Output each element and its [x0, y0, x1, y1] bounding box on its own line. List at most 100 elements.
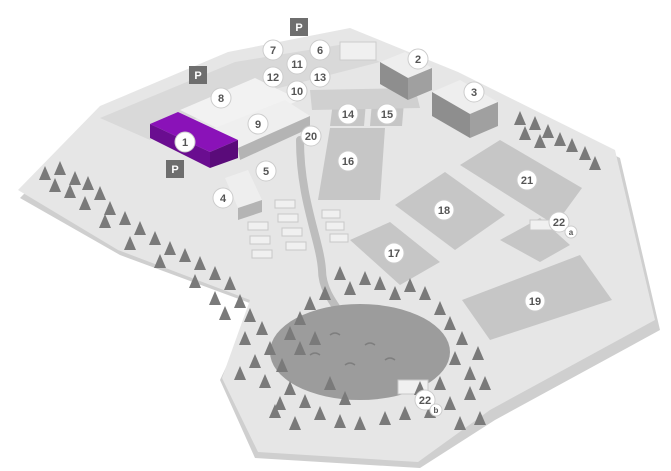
parking-sign-bg — [189, 66, 207, 84]
tree-icon — [444, 316, 456, 330]
tree-icon — [54, 161, 66, 175]
tree-icon — [579, 146, 591, 160]
tree-icon — [529, 116, 541, 130]
cabin — [247, 221, 269, 231]
cabin — [249, 235, 271, 245]
tree-icon — [256, 321, 268, 335]
tree-icon — [334, 266, 346, 280]
tree-icon — [389, 286, 401, 300]
building-2b-side — [408, 68, 432, 100]
marker-22b[interactable]: 22 b — [414, 389, 443, 417]
marker-circle — [255, 160, 277, 182]
marker-label: 6 — [317, 45, 323, 57]
tree-icon — [82, 176, 94, 190]
marker-16[interactable]: 16 — [337, 150, 359, 172]
tree-icon — [309, 331, 321, 345]
marker-20[interactable]: 20 — [300, 125, 322, 147]
cabin — [277, 213, 299, 223]
marker-13[interactable]: 13 — [309, 66, 331, 88]
cabin — [251, 249, 273, 259]
marker-circle — [548, 211, 570, 233]
lake-waves — [309, 332, 396, 366]
marker-17[interactable]: 17 — [383, 242, 405, 264]
road-path — [296, 136, 349, 324]
tree-icon — [284, 381, 296, 395]
building-3-side — [432, 92, 470, 138]
marker-15[interactable]: 15 — [376, 103, 398, 125]
cabin — [274, 199, 296, 209]
cabin — [325, 221, 345, 231]
tree-icon — [542, 124, 554, 138]
marker-21[interactable]: 21 — [516, 169, 538, 191]
tree-icon — [399, 406, 411, 420]
marker-1[interactable]: 1 — [174, 131, 196, 153]
building-1-top[interactable] — [150, 112, 238, 152]
tree-icon — [566, 138, 578, 152]
tree-icon — [259, 374, 271, 388]
cabin — [329, 233, 349, 243]
tree-icon — [299, 394, 311, 408]
field-22a — [500, 218, 570, 262]
parking-sign[interactable]: P — [290, 18, 308, 36]
marker-2[interactable]: 2 — [407, 48, 429, 70]
marker-circle — [463, 81, 485, 103]
tree-icon — [164, 241, 176, 255]
parking-sign[interactable]: P — [189, 66, 207, 84]
tree-icon — [514, 111, 526, 125]
marker-circle — [337, 103, 359, 125]
marker-11[interactable]: 11 — [286, 53, 308, 75]
tree-icon — [449, 351, 461, 365]
tree-icon — [224, 276, 236, 290]
tree-icon — [319, 286, 331, 300]
marker-12[interactable]: 12 — [262, 66, 284, 88]
marker-8[interactable]: 8 — [210, 87, 232, 109]
marker-3[interactable]: 3 — [463, 81, 485, 103]
parking-label: P — [194, 70, 201, 82]
marker-9[interactable]: 9 — [247, 113, 269, 135]
marker-label: 17 — [388, 248, 400, 260]
marker-7[interactable]: 7 — [262, 39, 284, 61]
tree-icon — [209, 291, 221, 305]
marker-19[interactable]: 19 — [524, 290, 546, 312]
building-1-side[interactable] — [210, 140, 238, 168]
tree-icon — [249, 354, 261, 368]
marker-4[interactable]: 4 — [212, 187, 234, 209]
tree-icon — [334, 414, 346, 428]
tree-icon — [124, 236, 136, 250]
marker-14[interactable]: 14 — [337, 103, 359, 125]
tree-icon — [464, 366, 476, 380]
marker-label: 21 — [521, 175, 533, 187]
tree-icon — [264, 341, 276, 355]
marker-label: 13 — [314, 72, 326, 84]
tree-icon — [294, 311, 306, 325]
marker-circle — [376, 103, 398, 125]
marker-18[interactable]: 18 — [433, 199, 455, 221]
tree-icon — [276, 358, 288, 372]
marker-6[interactable]: 6 — [309, 39, 331, 61]
marker-circle — [210, 87, 232, 109]
marker-10[interactable]: 10 — [286, 80, 308, 102]
tree-icon — [189, 274, 201, 288]
marker-circle — [524, 290, 546, 312]
marker-sub-circle — [429, 403, 443, 417]
building-9-side — [238, 116, 310, 160]
marker-circle — [309, 66, 331, 88]
marker-sub-label: b — [434, 406, 439, 415]
parking-sign[interactable]: P — [166, 160, 184, 178]
marker-22a[interactable]: 22 a — [548, 211, 578, 239]
parking-label: P — [171, 164, 178, 176]
tree-icon — [479, 376, 491, 390]
tree-icon — [119, 211, 131, 225]
tree-icon — [79, 196, 91, 210]
tree-icon — [219, 306, 231, 320]
tree-icon — [324, 376, 336, 390]
building-2-side — [380, 62, 408, 100]
tree-icon — [294, 341, 306, 355]
tree-icon — [304, 296, 316, 310]
lake-water — [270, 304, 450, 400]
marker-5[interactable]: 5 — [255, 160, 277, 182]
marker-label: 20 — [305, 131, 317, 143]
marker-circle — [262, 66, 284, 88]
cabins — [247, 199, 349, 259]
